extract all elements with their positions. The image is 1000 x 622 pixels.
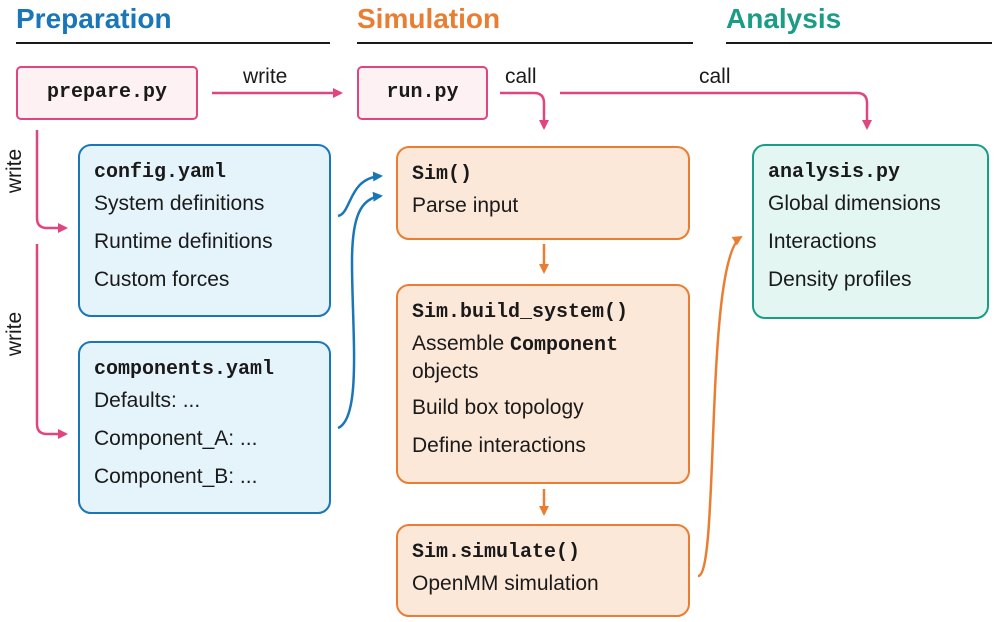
section-rule-analysis <box>726 42 992 44</box>
edge-label-call-sim: call <box>505 65 537 88</box>
components-yaml-box: components.yaml Defaults: ... Component_… <box>78 341 331 514</box>
run-script-name: run.py <box>386 81 459 104</box>
edge-label-call-analysis: call <box>699 65 731 88</box>
sim-init-title: Sim() <box>412 163 473 186</box>
build-system-assemble-item: Assemble Component objects <box>412 331 674 385</box>
sim-init-item: Parse input <box>412 194 519 217</box>
edge-label-write-run: write <box>243 65 288 88</box>
section-heading-simulation: Simulation <box>357 3 501 34</box>
arrow-prepare-to-components <box>35 244 68 439</box>
analysis-item: Global dimensions <box>768 192 941 215</box>
components-item: Component_A: ... <box>94 427 258 450</box>
build-system-item: Build box topology <box>412 396 584 419</box>
components-item: Defaults: ... <box>94 389 201 412</box>
arrow-simulate-to-analysis <box>696 235 743 578</box>
section-rule-preparation <box>16 42 330 44</box>
analysis-box: analysis.py Global dimensions Interactio… <box>752 144 989 319</box>
arrow-config-to-sim <box>337 171 383 218</box>
sim-init-box: Sim() Parse input <box>396 146 690 240</box>
components-item: Component_B: ... <box>94 465 258 488</box>
simulate-item: OpenMM simulation <box>412 572 599 595</box>
arrow-run-to-analysis <box>560 91 872 130</box>
build-system-item: Define interactions <box>412 434 586 457</box>
config-item: Custom forces <box>94 268 230 291</box>
config-yaml-box: config.yaml System definitions Runtime d… <box>78 144 331 317</box>
config-item: Runtime definitions <box>94 230 273 253</box>
run-script-box: run.py <box>357 66 488 120</box>
components-yaml-title: components.yaml <box>94 358 275 381</box>
edge-label-write-components: write <box>3 311 27 357</box>
simulate-title: Sim.simulate() <box>412 541 581 564</box>
build-system-box: Sim.build_system() Assemble Component ob… <box>396 284 690 484</box>
analysis-item: Density profiles <box>768 268 912 291</box>
prepare-script-box: prepare.py <box>16 66 198 120</box>
analysis-title: analysis.py <box>768 161 901 184</box>
edge-label-write-config: write <box>3 148 27 194</box>
simulate-box: Sim.simulate() OpenMM simulation <box>396 524 690 617</box>
analysis-item: Interactions <box>768 230 877 253</box>
section-heading-analysis: Analysis <box>726 3 842 34</box>
config-item: System definitions <box>94 192 265 215</box>
assemble-suffix: objects <box>412 360 479 383</box>
assemble-component-code: Component <box>510 334 619 357</box>
arrow-prepare-to-config <box>35 130 68 233</box>
config-yaml-title: config.yaml <box>94 161 227 184</box>
arrow-components-to-sim <box>337 191 383 430</box>
arrow-run-to-sim <box>500 91 549 130</box>
prepare-script-name: prepare.py <box>46 81 168 104</box>
assemble-prefix: Assemble <box>412 332 511 355</box>
section-heading-preparation: Preparation <box>16 3 172 34</box>
build-system-title: Sim.build_system() <box>412 301 629 324</box>
section-rule-simulation <box>357 42 693 44</box>
